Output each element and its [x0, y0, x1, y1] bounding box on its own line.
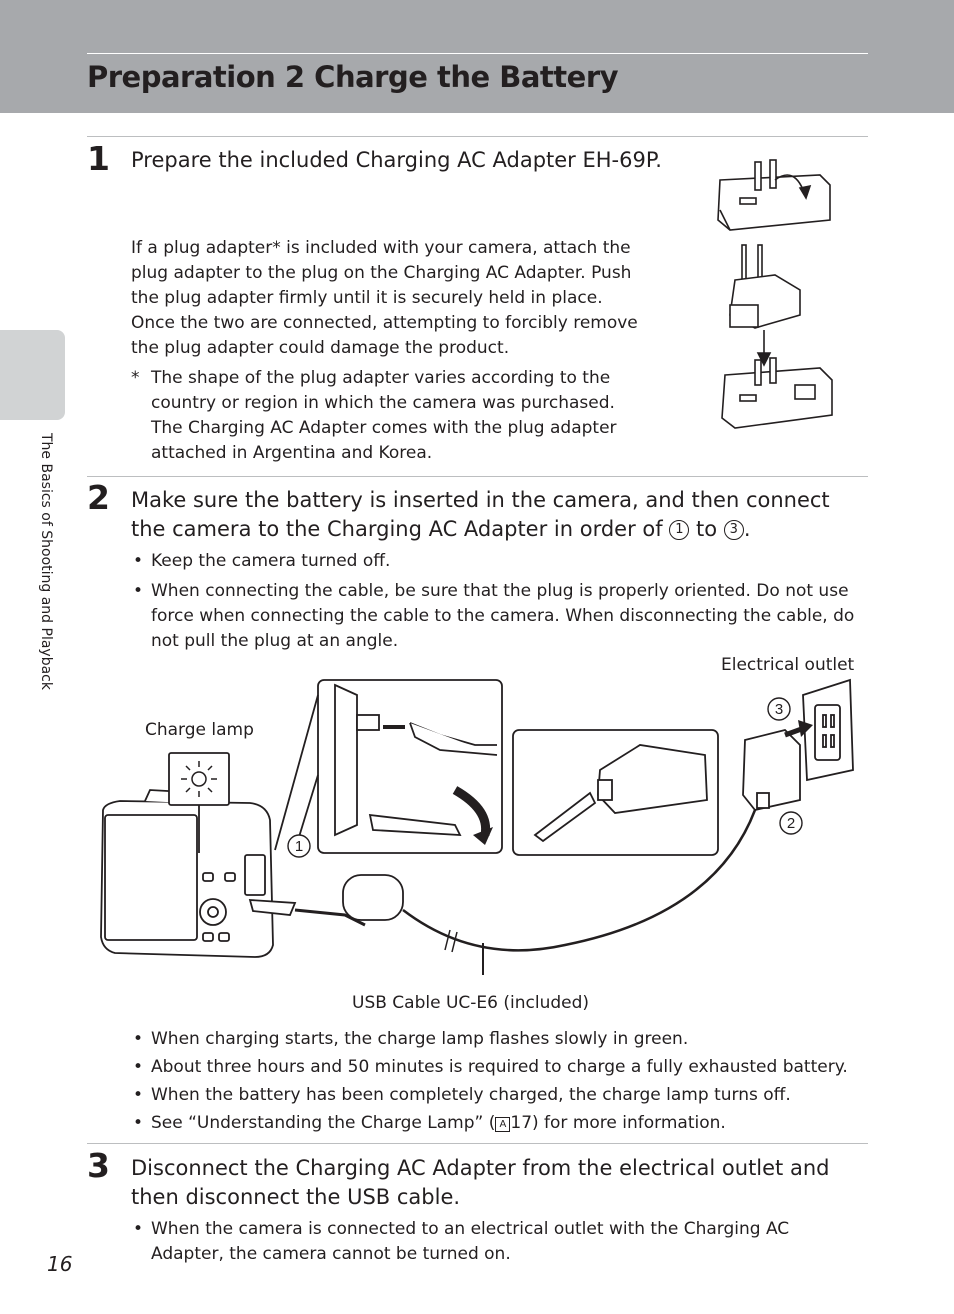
label-electrical-outlet: Electrical outlet	[721, 655, 855, 675]
step1-paragraph: If a plug adapter* is included with your…	[131, 238, 638, 358]
step3-heading: Disconnect the Charging AC Adapter from …	[131, 1156, 830, 1209]
circled-number-1: 1	[669, 520, 690, 540]
header-band	[0, 0, 954, 113]
reference-text-pre: See “Understanding the Charge Lamp” (	[151, 1113, 496, 1133]
callout-1: 1	[295, 838, 303, 855]
list-item: When the camera is connected to an elect…	[131, 1217, 856, 1267]
step2-heading: Make sure the battery is inserted in the…	[131, 486, 866, 544]
step2-bullets: Keep the camera turned off. When connect…	[131, 549, 856, 654]
callout-3: 3	[775, 701, 783, 718]
label-charge-lamp: Charge lamp	[145, 720, 254, 740]
step1-note-mark: *	[131, 368, 140, 388]
step1-note: The shape of the plug adapter varies acc…	[151, 368, 617, 463]
section-label: The Basics of Shooting and Playback	[38, 433, 54, 690]
list-item: About three hours and 50 minutes is requ…	[131, 1055, 856, 1080]
list-item: When connecting the cable, be sure that …	[131, 579, 856, 654]
step3-bullets: When the camera is connected to an elect…	[131, 1217, 856, 1267]
circled-number-3: 3	[723, 520, 744, 540]
header-rule	[87, 53, 868, 54]
step2-heading-to: to	[696, 517, 718, 541]
step2-heading-text: Make sure the battery is inserted in the…	[131, 488, 830, 541]
list-item: Keep the camera turned off.	[131, 549, 856, 574]
step1-heading: Prepare the included Charging AC Adapter…	[131, 148, 662, 172]
list-item-reference: See “Understanding the Charge Lamp” (A17…	[131, 1111, 856, 1136]
list-item: When the battery has been completely cha…	[131, 1083, 856, 1108]
step2-rule	[87, 476, 868, 477]
step1-rule	[87, 136, 868, 137]
step3-rule	[87, 1143, 868, 1144]
connection-diagram: 1 2 3	[100, 678, 854, 975]
list-item: When charging starts, the charge lamp fl…	[131, 1027, 856, 1052]
step2-number: 2	[87, 478, 110, 517]
step2-heading-end: .	[743, 517, 751, 541]
step1-number: 1	[87, 139, 110, 178]
callout-2: 2	[787, 815, 795, 832]
reference-text-post: 17) for more information.	[510, 1113, 726, 1133]
step2-after-bullets: When charging starts, the charge lamp fl…	[131, 1027, 856, 1136]
section-tab	[0, 330, 65, 420]
step3-number: 3	[87, 1146, 110, 1185]
page-reference-icon: A	[495, 1117, 511, 1132]
page-number: 16	[47, 1252, 73, 1276]
page-title: Preparation 2 Charge the Battery	[87, 60, 619, 94]
label-usb-cable: USB Cable UC-E6 (included)	[352, 993, 590, 1013]
ac-adapter-illustration	[717, 159, 833, 429]
